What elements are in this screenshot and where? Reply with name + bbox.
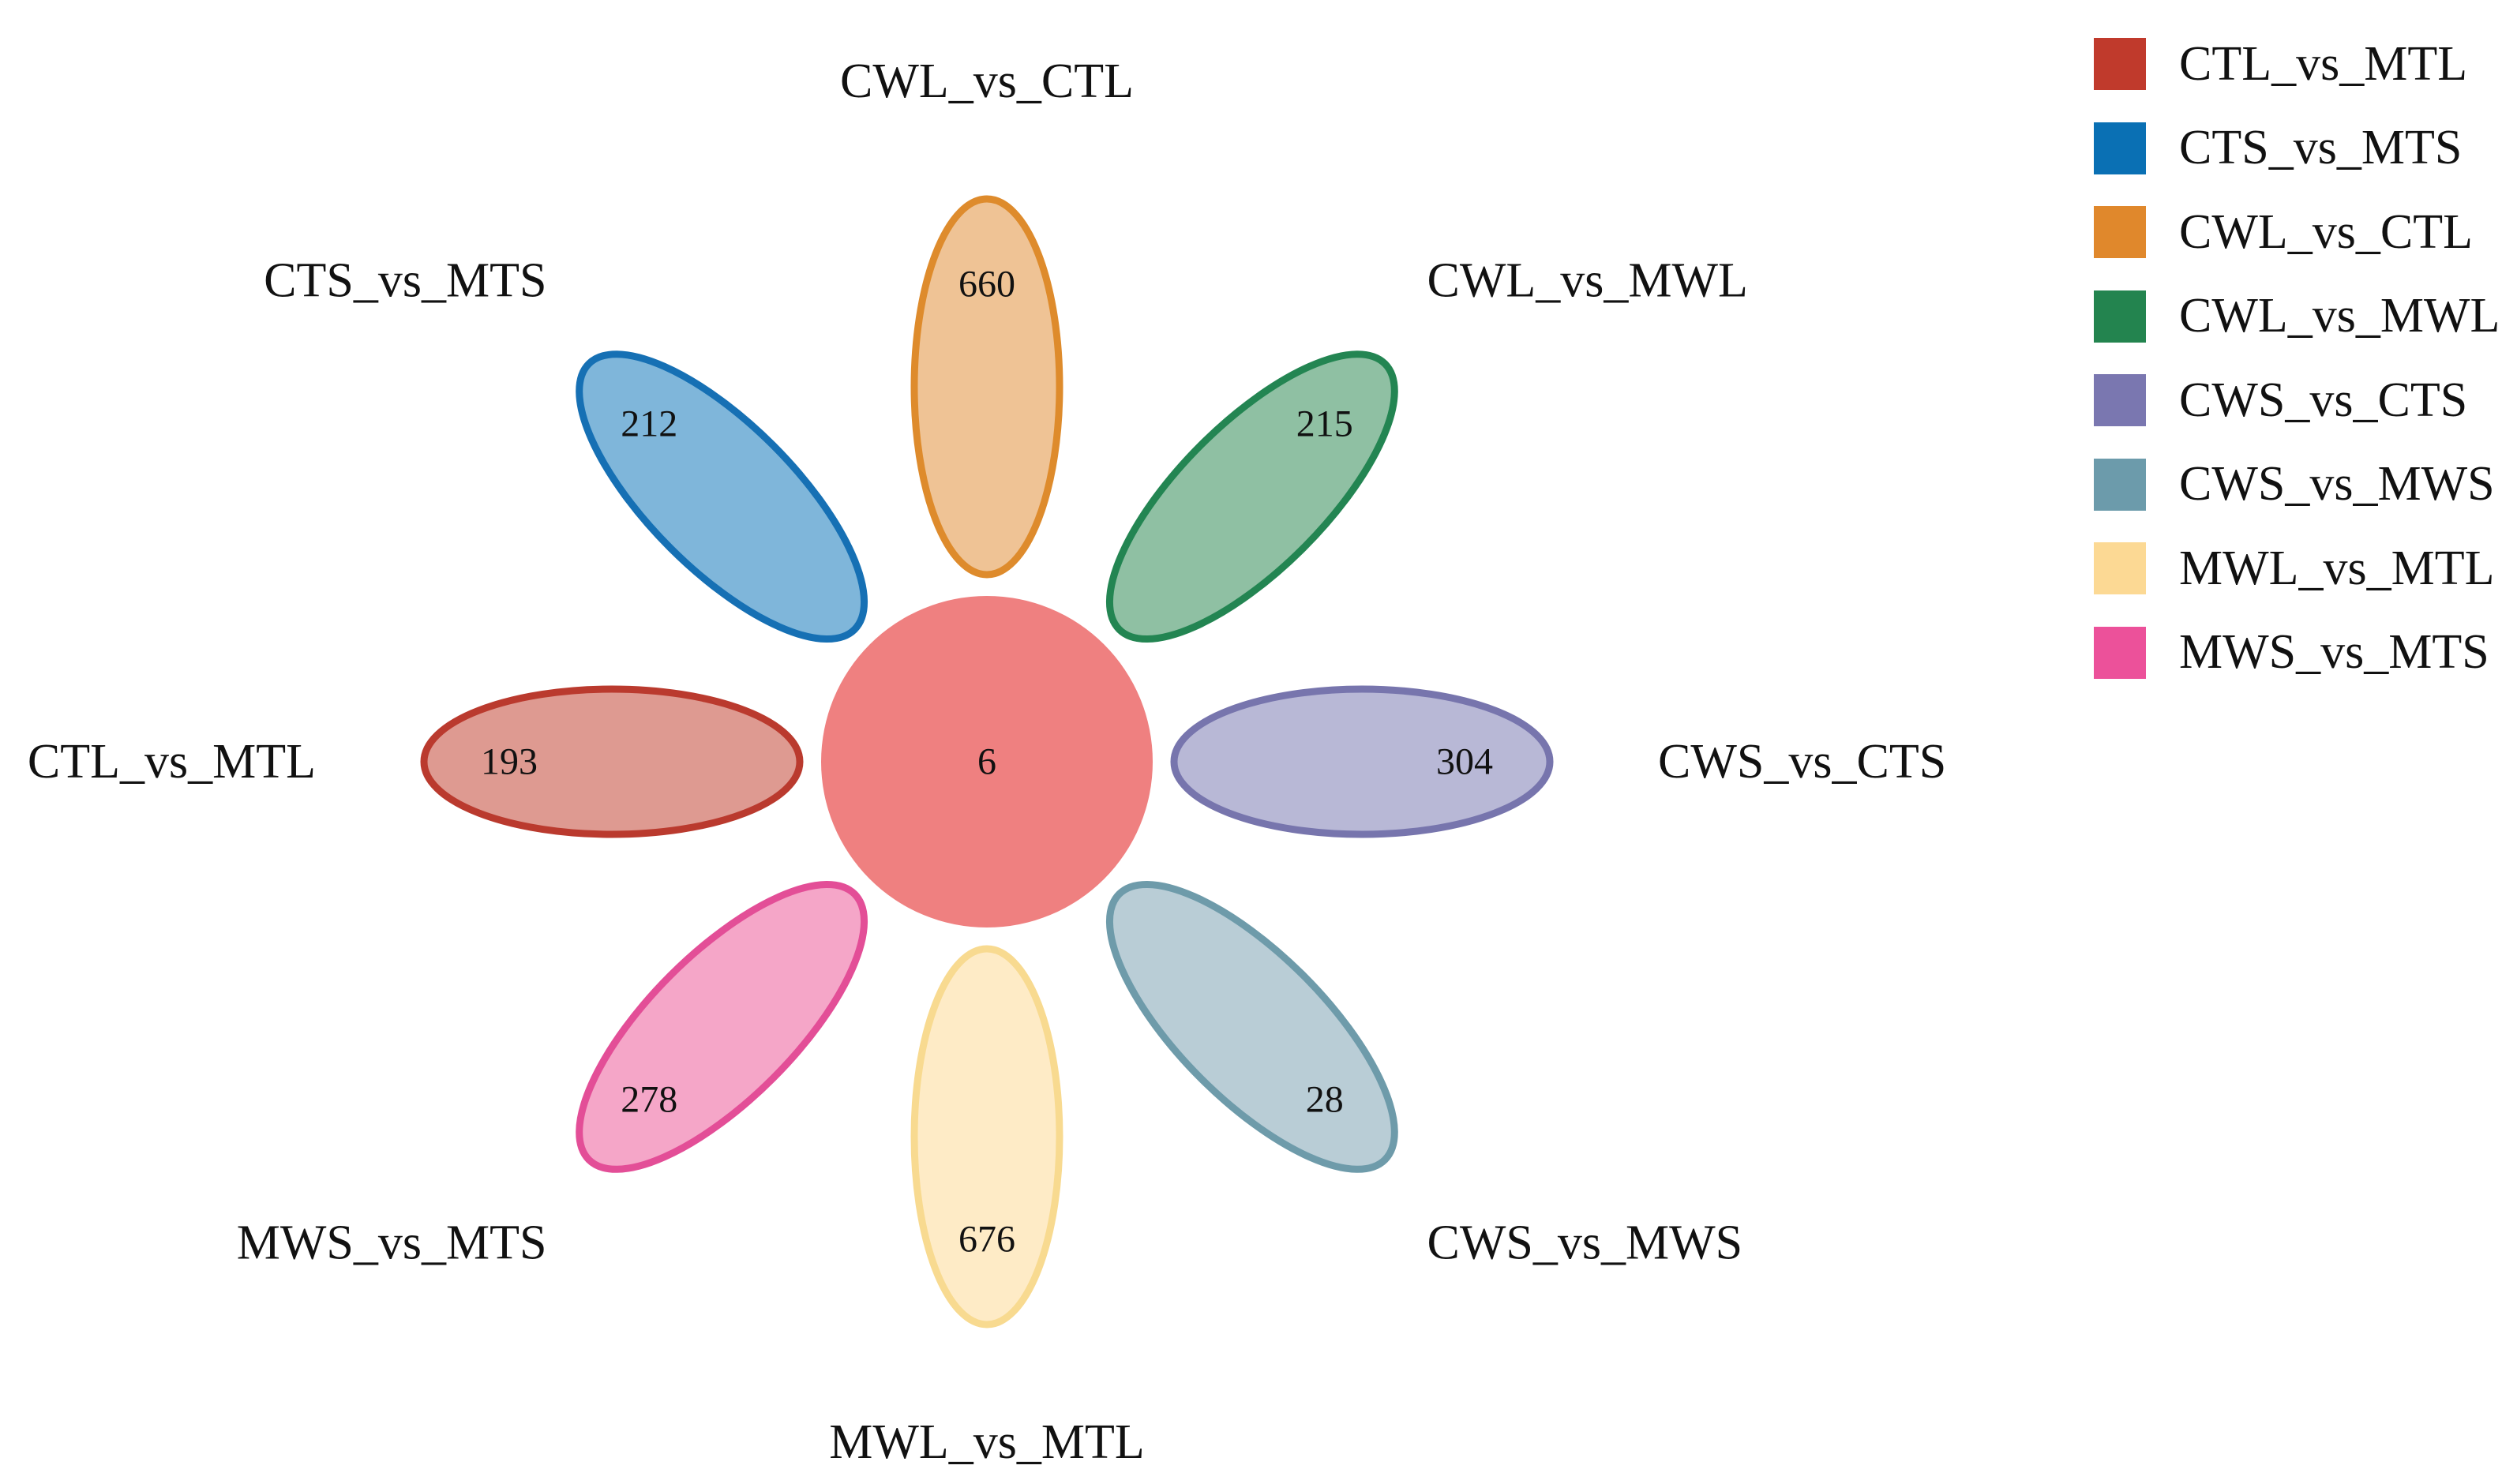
legend-swatch xyxy=(2094,626,2146,679)
petal-name-label: CWL_vs_MWL xyxy=(1427,254,1748,308)
petal-mwl-vs-mtl xyxy=(910,945,1063,1328)
petal-count-label: 660 xyxy=(958,264,1015,305)
legend-swatch xyxy=(2094,374,2146,427)
counts-layer: 660 215 304 28 676 278 193 212 xyxy=(481,264,1493,1261)
petal-name-label: MWL_vs_MTL xyxy=(829,1415,1145,1469)
petal-cwl-vs-mwl xyxy=(1105,350,1398,643)
legend-item: CWL_vs_CTL xyxy=(2094,190,2504,275)
legend-item: CTL_vs_MTL xyxy=(2094,22,2504,107)
labels-layer: CWL_vs_CTL CWL_vs_MWL CWS_vs_CTS CWS_vs_MWS… xyxy=(28,54,1946,1469)
center-disc xyxy=(821,596,1153,928)
petal-count-label: 278 xyxy=(621,1078,677,1120)
petal-cws-vs-cts xyxy=(1170,685,1554,838)
petal-cws-vs-mws xyxy=(1105,880,1398,1173)
legend-label: CWS_vs_MWS xyxy=(2179,457,2495,512)
legend-swatch xyxy=(2094,206,2146,259)
legend-label: CWL_vs_CTL xyxy=(2179,204,2473,259)
petal-count-label: 28 xyxy=(1306,1078,1344,1120)
petal-count-label: 676 xyxy=(958,1219,1015,1261)
petals-layer xyxy=(420,195,1554,1328)
legend-item: CTS_vs_MTS xyxy=(2094,107,2504,191)
legend-item: MWS_vs_MTS xyxy=(2094,611,2504,695)
legend-swatch xyxy=(2094,290,2146,343)
legend-label: MWS_vs_MTS xyxy=(2179,625,2489,680)
petal-name-label: CWS_vs_MWS xyxy=(1427,1216,1743,1269)
petal-name-label: CTL_vs_MTL xyxy=(28,735,316,789)
petal-count-label: 215 xyxy=(1296,403,1353,445)
legend-label: CTS_vs_MTS xyxy=(2179,121,2463,175)
legend-item: CWS_vs_MWS xyxy=(2094,443,2504,527)
petal-name-label: CTS_vs_MTS xyxy=(264,254,546,308)
legend-label: CTL_vs_MTL xyxy=(2179,36,2468,91)
legend-swatch xyxy=(2094,38,2146,91)
petal-name-label: CWL_vs_CTL xyxy=(840,54,1134,108)
legend-label: CWS_vs_CTS xyxy=(2179,373,2468,427)
petal-cwl-vs-ctl xyxy=(910,195,1063,579)
petal-count-label: 193 xyxy=(481,741,538,783)
legend-swatch xyxy=(2094,542,2146,595)
legend-item: CWL_vs_MWL xyxy=(2094,275,2504,359)
petal-cts-vs-mts xyxy=(576,350,868,643)
legend-swatch xyxy=(2094,458,2146,511)
petal-mws-vs-mts xyxy=(576,880,868,1173)
petal-count-label: 304 xyxy=(1436,741,1493,783)
legend-swatch xyxy=(2094,122,2146,174)
petal-name-label: CWS_vs_CTS xyxy=(1658,735,1946,789)
legend-label: CWL_vs_MWL xyxy=(2179,289,2500,343)
petal-count-label: 212 xyxy=(621,403,677,445)
legend-label: MWL_vs_MTL xyxy=(2179,541,2495,595)
petal-ctl-vs-mtl xyxy=(420,685,804,838)
legend-item: MWL_vs_MTL xyxy=(2094,527,2504,611)
center-count-label: 6 xyxy=(977,741,996,783)
petal-name-label: MWS_vs_MTS xyxy=(237,1216,547,1269)
legend: CTL_vs_MTL CTS_vs_MTS CWL_vs_CTL CWL_vs_… xyxy=(2094,22,2504,695)
legend-item: CWS_vs_CTS xyxy=(2094,358,2504,443)
